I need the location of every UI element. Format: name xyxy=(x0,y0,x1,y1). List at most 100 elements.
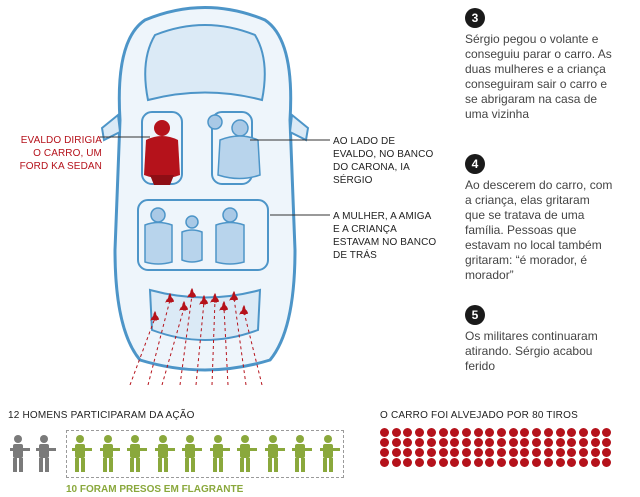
step-line: conseguiu parar o carro. As xyxy=(465,47,612,61)
step-3: 3 Sérgio pegou o volante e conseguiu par… xyxy=(465,8,637,122)
shot-dot xyxy=(450,458,460,467)
back-label-line: E A CRIANÇA xyxy=(333,224,397,235)
shot-dot xyxy=(485,458,495,467)
passenger-figure xyxy=(207,114,261,180)
shot-dot xyxy=(567,448,577,457)
step-number: 4 xyxy=(465,154,485,174)
step-line: Ao descerem do carro, com xyxy=(465,178,613,192)
shot-dot xyxy=(473,438,483,447)
shot-dot xyxy=(497,438,506,447)
shot-dot xyxy=(590,458,600,467)
step-line: uma vizinha xyxy=(465,107,530,121)
soldier-row xyxy=(8,434,348,476)
shot-dot xyxy=(520,438,530,447)
step-line: Sérgio pegou o volante e xyxy=(465,32,599,46)
shot-dot xyxy=(461,438,471,447)
shot-dot xyxy=(532,438,542,447)
driver-label-line: EVALDO DIRIGIA xyxy=(20,135,102,146)
arrested-label: 10 FORAM PRESOS EM FLAGRANTE xyxy=(66,484,244,495)
shot-dot xyxy=(438,438,448,447)
shot-dot xyxy=(461,458,471,467)
shot-dot xyxy=(532,458,542,467)
shot-dot xyxy=(497,448,506,457)
back-label-line: A MULHER, A AMIGA xyxy=(333,211,432,222)
shot-dot xyxy=(508,458,518,467)
step-line: ferido xyxy=(465,359,496,373)
shot-dot xyxy=(543,438,553,447)
shot-dot xyxy=(543,458,553,467)
driver-label: EVALDO DIRIGIA O CARRO, UM FORD KA SEDAN xyxy=(12,134,102,173)
arrested-box xyxy=(66,430,344,478)
shot-dot xyxy=(508,438,518,447)
shot-dot xyxy=(485,428,495,437)
shot-dot xyxy=(520,458,530,467)
step-line: família. Pessoas que xyxy=(465,223,577,237)
shot-dot xyxy=(602,458,612,467)
step-line: Os militares continuaram xyxy=(465,329,598,343)
step-line: duas mulheres e a criança xyxy=(465,62,606,76)
passenger-label-line: DO CARONA, IA xyxy=(333,162,410,173)
shots-title: O CARRO FOI ALVEJADO POR 80 TIROS xyxy=(380,410,578,421)
shot-dot xyxy=(473,458,483,467)
shot-dot xyxy=(567,458,577,467)
back-seat-label: A MULHER, A AMIGA E A CRIANÇA ESTAVAM NO… xyxy=(333,210,453,262)
shot-dot xyxy=(415,448,425,457)
shot-dot xyxy=(590,438,600,447)
shot-dot xyxy=(543,448,553,457)
shot-dot xyxy=(555,428,565,437)
shot-dot xyxy=(450,448,460,457)
shot-dot xyxy=(415,438,425,447)
shot-dot xyxy=(391,448,401,457)
shot-dot xyxy=(391,428,401,437)
shot-dot xyxy=(438,458,448,467)
step-line: atirando. Sérgio acabou xyxy=(465,344,593,358)
step-line: morador” xyxy=(465,268,514,282)
soldier-arrested-icon xyxy=(72,435,92,472)
shot-dot xyxy=(438,448,448,457)
shot-dot xyxy=(602,428,612,437)
shot-dot xyxy=(555,438,565,447)
shot-dot xyxy=(590,428,600,437)
soldier-arrested-icon xyxy=(292,435,312,472)
shot-dot xyxy=(508,428,518,437)
shot-dot xyxy=(578,458,588,467)
step-line: a criança, elas gritaram xyxy=(465,193,590,207)
shot-dot xyxy=(391,438,401,447)
left-mirror xyxy=(100,113,122,142)
passenger-label-line: AO LADO DE xyxy=(333,136,396,147)
car-diagram xyxy=(100,6,310,385)
soldier-arrested-icon xyxy=(209,435,230,472)
shot-dot xyxy=(391,458,401,467)
step-number: 3 xyxy=(465,8,485,28)
shot-dot xyxy=(461,428,471,437)
shot-dot xyxy=(438,428,448,437)
shot-dot xyxy=(485,438,495,447)
passenger-label-line: EVALDO, NO BANCO xyxy=(333,149,434,160)
shots-grid xyxy=(380,428,620,468)
shot-dot xyxy=(567,428,577,437)
shot-dot xyxy=(532,448,542,457)
shot-dot xyxy=(543,428,553,437)
step-4: 4 Ao descerem do carro, com a criança, e… xyxy=(465,154,637,283)
right-mirror xyxy=(288,113,310,142)
passenger-label: AO LADO DE EVALDO, NO BANCO DO CARONA, I… xyxy=(333,135,443,187)
shot-dot xyxy=(380,438,389,447)
step-line: estavam no local também xyxy=(465,238,602,252)
soldier-arrested-icon xyxy=(154,435,175,472)
shot-dot xyxy=(602,438,612,447)
shot-dot xyxy=(578,448,588,457)
passenger-label-line: SÉRGIO xyxy=(333,175,373,186)
step-number: 5 xyxy=(465,305,485,325)
shot-dot xyxy=(461,448,471,457)
shot-dot xyxy=(567,438,577,447)
soldier-arrested-icon xyxy=(127,435,147,472)
shot-dot xyxy=(426,458,436,467)
soldier-arrested-icon xyxy=(99,435,120,472)
shot-dot xyxy=(520,428,530,437)
shot-dot xyxy=(508,448,518,457)
shot-dot xyxy=(473,448,483,457)
step-line: que se tratava de uma xyxy=(465,208,585,222)
shot-dot xyxy=(426,428,436,437)
step-line: conseguiram sair o carro e xyxy=(465,77,608,91)
shot-dot xyxy=(426,448,436,457)
